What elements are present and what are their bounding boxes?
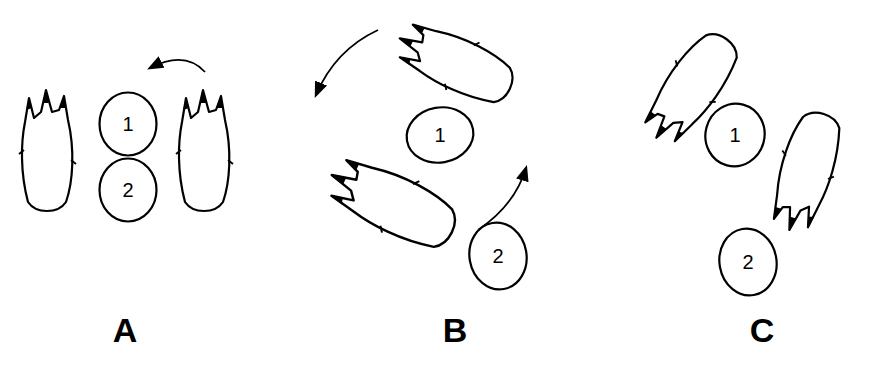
- oval-node: 2: [98, 157, 158, 223]
- claw: [632, 22, 749, 153]
- rotation-arrow: [150, 60, 205, 72]
- oval-number: 1: [122, 113, 133, 136]
- oval-node: 1: [98, 91, 158, 157]
- claw: [388, 11, 522, 114]
- oval-number: 2: [742, 251, 753, 274]
- claw: [761, 105, 851, 237]
- oval-node: 2: [718, 227, 778, 297]
- oval-node: 2: [468, 221, 528, 291]
- oval-node: 1: [704, 102, 766, 168]
- rotation-arrow: [316, 30, 378, 95]
- oval-number: 2: [122, 179, 133, 202]
- panel-letter: A: [113, 311, 138, 350]
- oval-node: 1: [405, 106, 475, 164]
- claw: [19, 90, 76, 211]
- rotation-arrow: [478, 168, 526, 230]
- oval-number: 1: [729, 124, 740, 147]
- panel-letter: C: [750, 311, 775, 350]
- claw: [176, 90, 233, 211]
- panel-letter: B: [443, 311, 468, 350]
- oval-number: 1: [434, 124, 445, 147]
- oval-number: 2: [492, 245, 503, 268]
